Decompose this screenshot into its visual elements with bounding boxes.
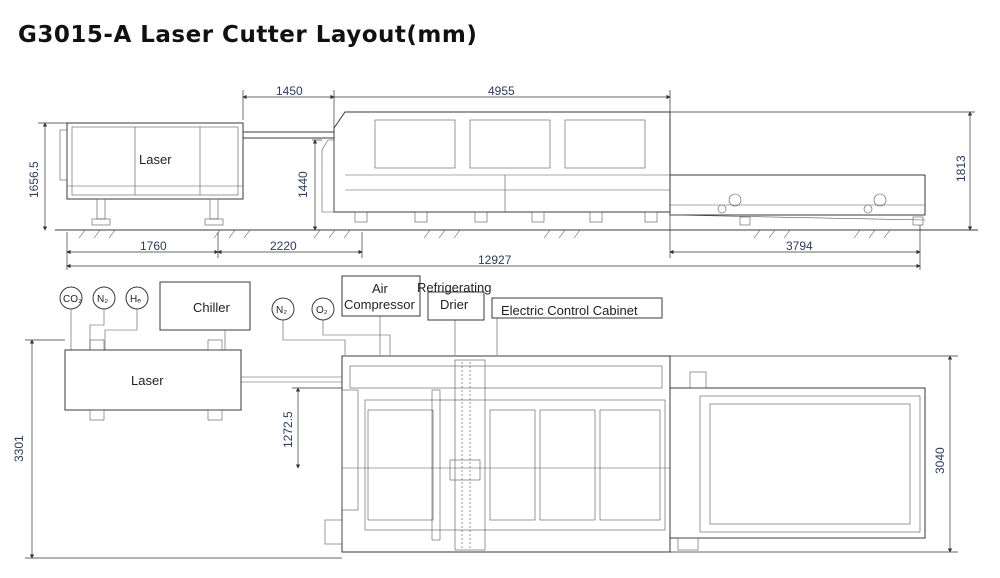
chiller-label: Chiller [193,300,231,315]
dim-1760: 1760 [140,239,167,253]
exchange-table-top [669,371,926,551]
n2-label: N₂ [97,294,108,305]
dim-3040: 3040 [933,447,947,474]
laser-unit-top [64,339,342,421]
exchange-table-side [669,174,926,226]
dim-3794: 3794 [786,239,813,253]
control-cabinet-label: Electric Control Cabinet [501,303,638,318]
gas-lines [70,309,498,355]
dim-1813: 1813 [954,155,968,182]
dim-3301: 3301 [12,435,26,462]
side-view: Laser [27,84,978,270]
laser-label-side: Laser [139,152,172,167]
air-compressor-box [341,275,421,317]
air-compressor-label-2: Compressor [344,297,415,312]
laser-label-top: Laser [131,373,164,388]
page-title: G3015-A Laser Cutter Layout(mm) [18,22,478,48]
o2-label: O₂ [316,305,328,316]
chiller-box [159,281,251,331]
he-label: Hₑ [130,294,141,305]
machine-body-top [324,355,671,553]
laser-unit-side [59,122,244,226]
dim-1272-5: 1272.5 [281,411,295,448]
control-cabinet-box [491,297,663,319]
dim-4955: 4955 [488,84,515,98]
dim-2220: 2220 [270,239,297,253]
top-dimensions [25,339,958,559]
drier-label-1: Refrigerating [417,280,491,295]
dim-12927: 12927 [478,253,512,267]
dim-1450: 1450 [276,84,303,98]
dim-1440: 1440 [296,171,310,198]
air-compressor-label-1: Air [372,281,389,296]
n2-label-2: N₂ [276,305,287,316]
drier-label-2: Drier [440,297,469,312]
machine-body-side [321,111,671,223]
drier-box [427,291,485,321]
co2-label: CO₂ [63,294,82,305]
ground-hatching [78,229,891,239]
top-view: Chiller Air Compressor Refrigerating Dri… [12,275,958,559]
dim-1656-5: 1656.5 [27,161,41,198]
side-dimensions [38,90,975,270]
